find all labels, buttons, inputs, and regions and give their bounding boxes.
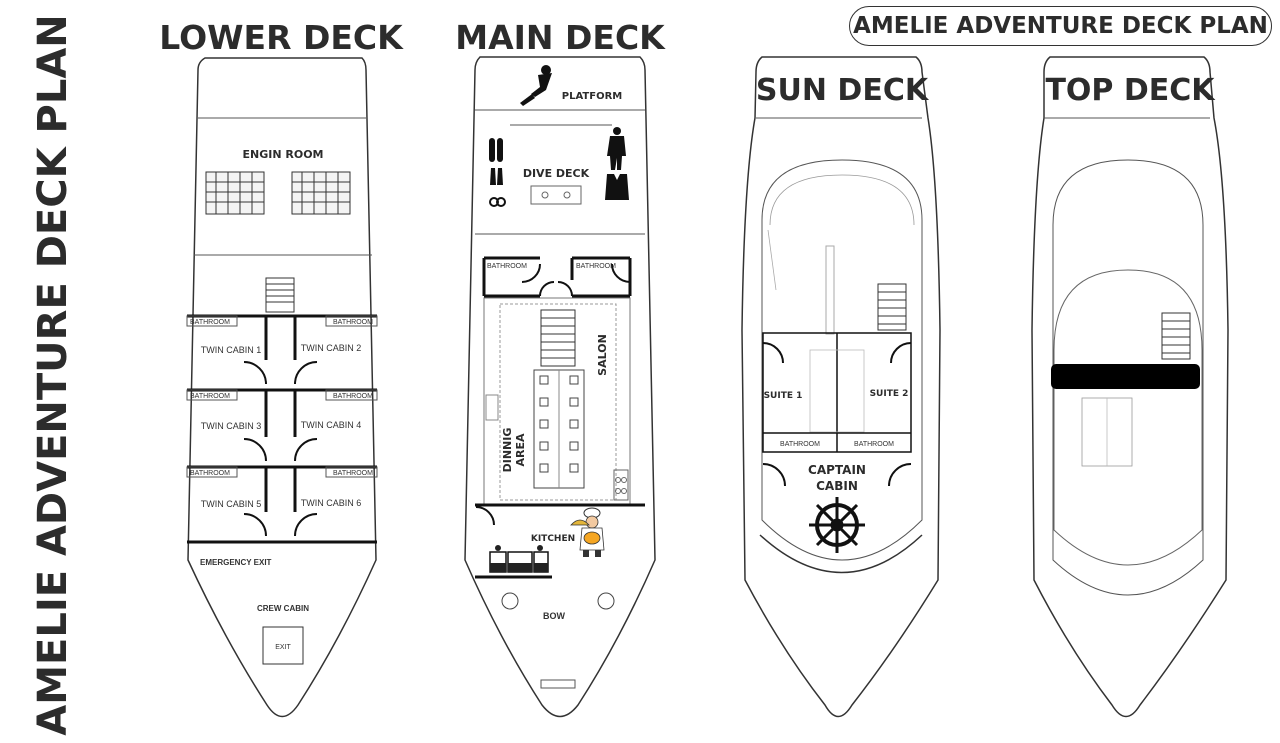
engine-icon [205,171,265,215]
bathroom-label: BATHROOM [854,441,894,448]
exit-label: EXIT [275,644,291,651]
platform-label: PLATFORM [562,91,623,102]
suite-1-label: SUITE 1 [764,391,803,401]
kitchen-label: KITCHEN [531,534,575,544]
bathroom-label: BATHROOM [576,263,616,270]
dive-deck-label: DIVE DECK [523,167,590,180]
side-title: AMELIE ADVENTURE DECK PLAN [30,14,76,735]
dining-area-label-line2: AREA [514,433,527,466]
twin-cabin-3-label: TWIN CABIN 3 [201,421,262,431]
bathroom-label: BATHROOM [333,319,373,326]
twin-cabin-2-label: TWIN CABIN 2 [301,343,362,353]
stairs-icon [265,277,295,313]
main-deck: PLATFORM DIVE DECK [464,56,656,718]
engine-icon [291,171,351,215]
twin-cabin-5-label: TWIN CABIN 5 [201,499,262,509]
diver-icon [520,65,552,106]
captain-cabin-label-line1: CAPTAIN [808,463,866,477]
bathroom-label: BATHROOM [333,470,373,477]
twin-cabin-6-label: TWIN CABIN 6 [301,498,362,508]
suite-2-label: SUITE 2 [870,389,909,399]
chef-icon [570,507,605,557]
main-deck-title: MAIN DECK [455,18,666,57]
lower-deck: ENGIN ROOM [186,57,378,718]
twin-cabin-4-label: TWIN CABIN 4 [301,420,362,430]
emergency-exit-label: EMERGENCY EXIT [200,558,272,567]
bow-label: BOW [543,611,566,621]
twin-cabin-1-label: TWIN CABIN 1 [201,345,262,355]
ship-wheel-icon [809,497,865,553]
wetsuit-icon [607,127,626,170]
stairs-icon [540,309,576,367]
dining-area-label-line1: DINNIG [501,428,514,473]
stove-icon [489,545,549,573]
top-deck-title: TOP DECK [1045,73,1216,108]
salon-label: SALON [596,334,609,376]
bathroom-label: BATHROOM [190,470,230,477]
sun-deck-title: SUN DECK [756,73,930,108]
crew-cabin-label: CREW CABIN [257,604,309,613]
plan-title-badge: AMELIE ADVENTURE DECK PLAN [849,6,1272,46]
sun-deck: SUN DECK SUITE 1 SUITE 2 BATHROOM BATHRO… [741,56,941,718]
lower-deck-title: LOWER DECK [159,18,404,57]
mask-icon [489,197,506,207]
bathroom-label: BATHROOM [190,319,230,326]
stairs-icon [1161,312,1191,360]
captain-cabin-label-line2: CABIN [816,479,858,493]
top-deck: TOP DECK [1031,56,1229,718]
sun-deck-hull [741,56,941,718]
fins-icon [490,168,503,185]
bcd-vest-icon [605,174,629,200]
engine-room-label: ENGIN ROOM [243,148,324,161]
air-tank-icon [489,138,503,162]
bathroom-label: BATHROOM [780,441,820,448]
bathroom-label: BATHROOM [333,393,373,400]
bathroom-label: BATHROOM [487,263,527,270]
stairs-icon [877,283,907,331]
bathroom-label: BATHROOM [190,393,230,400]
